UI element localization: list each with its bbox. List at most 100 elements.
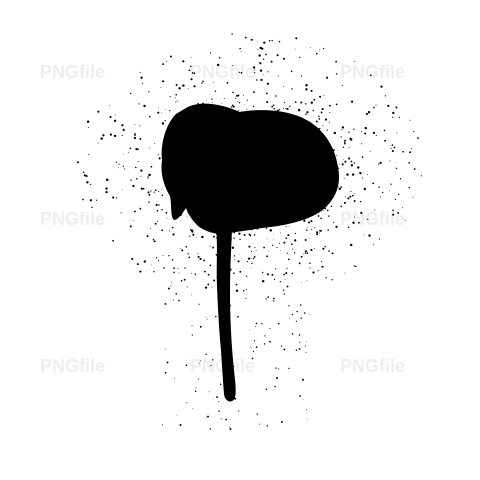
- paint-speck: [139, 270, 142, 273]
- paint-speck: [319, 49, 321, 51]
- paint-speck: [158, 260, 160, 262]
- paint-speck: [303, 312, 306, 314]
- paint-speck: [391, 149, 394, 153]
- paint-speck: [105, 187, 108, 190]
- paint-speck: [220, 354, 222, 355]
- paint-speck: [128, 151, 130, 153]
- paint-speck: [303, 219, 306, 222]
- paint-speck: [214, 90, 217, 92]
- paint-speck: [341, 126, 345, 129]
- paint-speck: [261, 279, 265, 283]
- paint-speck: [216, 396, 219, 399]
- paint-speck: [420, 175, 423, 177]
- paint-speck: [263, 246, 265, 249]
- paint-speck: [353, 265, 355, 267]
- paint-speck: [186, 216, 188, 218]
- paint-speck: [148, 91, 150, 93]
- paint-speck: [161, 424, 163, 426]
- paint-speck: [129, 225, 132, 228]
- paint-speck: [183, 278, 186, 281]
- paint-speck: [162, 80, 165, 83]
- paint-speck: [304, 250, 308, 253]
- paint-speck: [232, 91, 234, 94]
- paint-speck: [273, 297, 275, 300]
- paint-speck: [122, 165, 125, 167]
- paint-speck: [275, 268, 277, 270]
- paint-speck: [153, 270, 155, 273]
- paint-speck: [287, 234, 290, 237]
- paint-speck: [267, 250, 269, 252]
- paint-speck: [134, 210, 136, 213]
- paint-speck: [380, 85, 383, 88]
- paint-speck: [260, 78, 263, 82]
- paint-speck: [85, 175, 88, 178]
- paint-speck: [135, 166, 137, 169]
- paint-speck: [161, 208, 163, 211]
- paint-speck: [247, 257, 251, 260]
- paint-speck: [242, 289, 245, 292]
- paint-speck: [319, 232, 320, 234]
- paint-speck: [244, 36, 247, 39]
- paint-speck: [143, 104, 146, 108]
- paint-speck: [319, 95, 322, 98]
- paint-speck: [387, 104, 390, 108]
- paint-speck: [191, 272, 192, 274]
- paint-speck: [328, 104, 331, 107]
- paint-speck: [314, 226, 316, 229]
- paint-speck: [276, 54, 279, 57]
- paint-speck: [323, 210, 325, 212]
- paint-speck: [302, 378, 304, 381]
- paint-speck: [294, 239, 297, 242]
- paint-speck: [349, 137, 352, 140]
- paint-speck: [343, 141, 346, 143]
- paint-speck: [277, 75, 279, 77]
- paint-speck: [172, 299, 174, 301]
- paint-speck: [149, 115, 151, 118]
- paint-speck: [178, 299, 180, 302]
- paint-speck: [259, 62, 262, 65]
- paint-speck: [265, 298, 267, 300]
- paint-speck: [237, 94, 240, 97]
- paint-speck: [309, 262, 311, 265]
- paint-speck: [271, 105, 274, 108]
- paint-speck: [364, 234, 365, 236]
- paint-speck: [168, 230, 170, 232]
- paint-speck: [139, 138, 142, 140]
- paint-speck: [390, 147, 392, 150]
- paint-speck: [158, 107, 159, 109]
- paint-speck: [229, 426, 231, 428]
- paint-speck: [231, 246, 235, 249]
- paint-speck: [362, 177, 364, 179]
- paint-speck: [112, 239, 114, 242]
- paint-speck: [253, 234, 256, 236]
- paint-speck: [306, 409, 307, 411]
- paint-speck: [372, 182, 375, 185]
- paint-speck: [283, 85, 285, 87]
- paint-speck: [131, 257, 134, 260]
- paint-speck: [192, 233, 195, 236]
- paint-speck: [82, 171, 85, 174]
- paint-speck: [196, 237, 198, 239]
- paint-speck: [252, 66, 256, 69]
- paint-speck: [171, 259, 174, 261]
- paint-speck: [355, 265, 357, 268]
- paint-speck: [279, 281, 282, 283]
- paint-speck: [393, 146, 396, 149]
- paint-speck: [86, 120, 90, 124]
- paint-speck: [140, 187, 143, 190]
- paint-speck: [157, 111, 160, 114]
- paint-speck: [335, 225, 338, 228]
- paint-speck: [211, 98, 213, 100]
- paint-speck: [320, 217, 322, 220]
- paint-speck: [198, 303, 200, 305]
- paint-speck: [361, 156, 364, 158]
- watermark-logo: PNGfile: [340, 62, 405, 82]
- paint-speck: [148, 173, 151, 177]
- paint-speck: [180, 279, 183, 282]
- paint-speck: [265, 53, 267, 56]
- paint-speck: [168, 287, 170, 290]
- paint-speck: [296, 310, 298, 313]
- paint-speck: [274, 385, 276, 388]
- paint-speck: [212, 81, 214, 83]
